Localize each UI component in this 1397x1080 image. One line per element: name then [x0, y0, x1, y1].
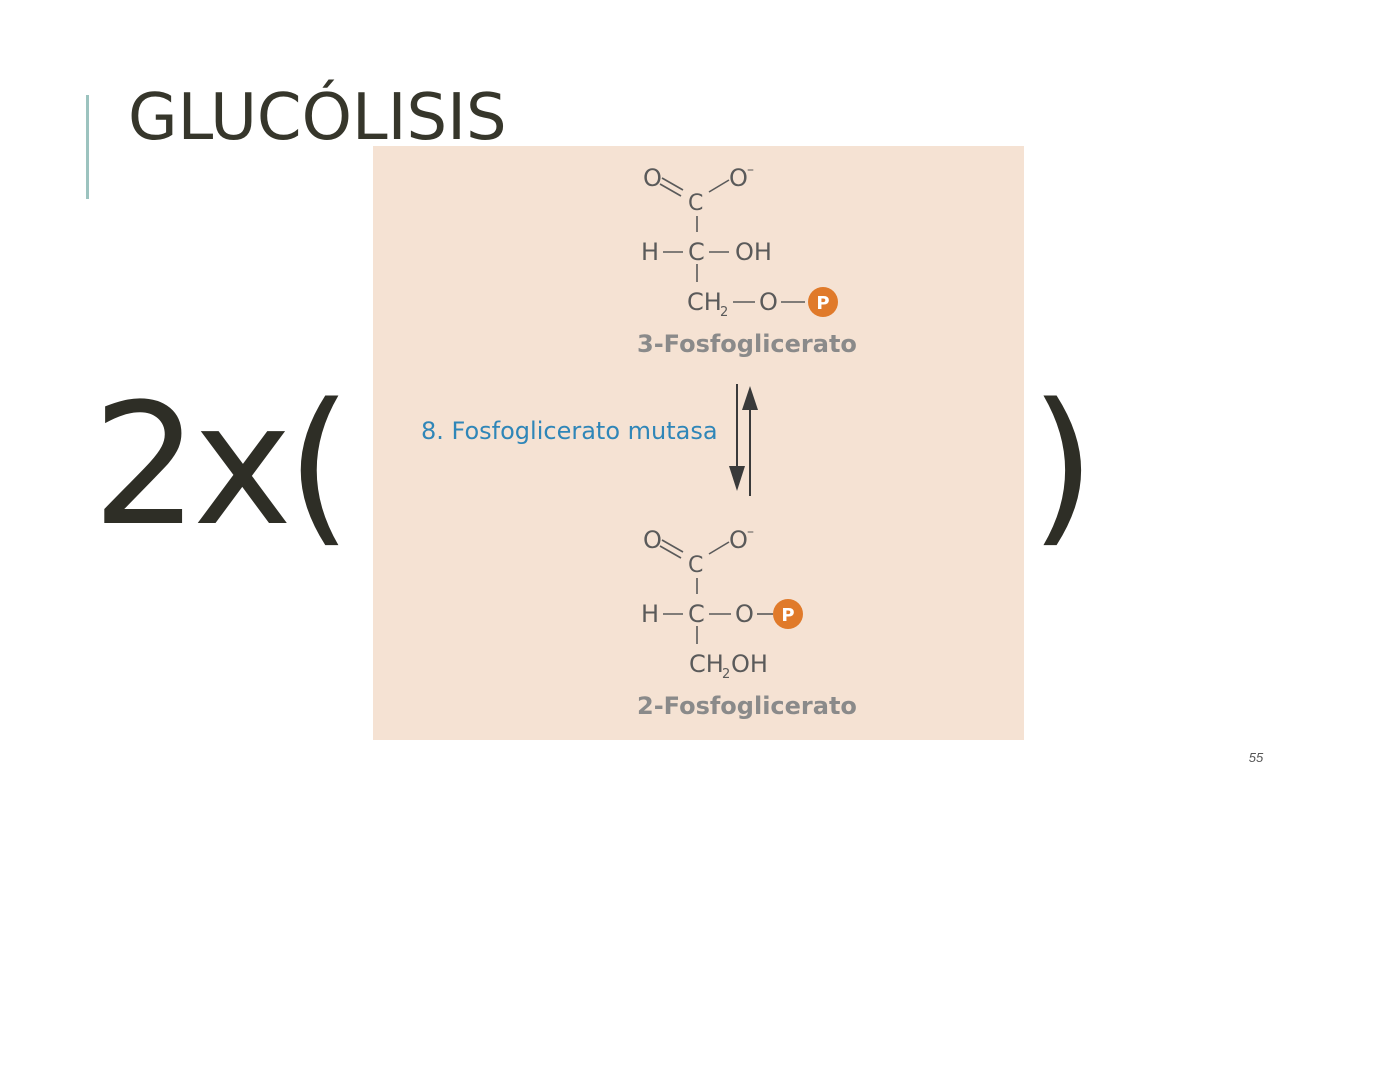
bottom-carboxyl-o: O — [643, 526, 662, 554]
bottom-c3-sub: 2 — [722, 667, 730, 682]
bottom-c3: CH — [689, 650, 724, 678]
bottom-c2: C — [688, 600, 705, 628]
compound-2-fosfoglicerato: O O – C H C O CH 2 OH — [641, 524, 773, 682]
bottom-compound-name: 2-Fosfoglicerato — [637, 692, 857, 720]
top-c3-o: O — [759, 288, 778, 316]
top-carboxyl-o: O — [643, 164, 662, 192]
top-c1: C — [688, 191, 703, 216]
bottom-phosphate-badge — [773, 599, 803, 629]
slide-title: GLUCÓLISIS — [128, 81, 507, 155]
equilibrium-arrows — [729, 384, 758, 496]
top-carboxyl-o-minus: O — [729, 164, 748, 192]
compound-3-fosfoglicerato: O O – C H C OH CH 2 O — [641, 162, 805, 320]
closing-paren: ) — [1030, 367, 1096, 563]
bottom-c2-h: H — [641, 600, 659, 628]
bottom-charge: – — [747, 524, 754, 540]
bottom-phosphate-label: P — [781, 605, 794, 626]
page-number: 55 — [1248, 750, 1264, 765]
reaction-figure: O O – C H C OH CH 2 O P 3-Fosfoglicerato — [373, 146, 1024, 740]
top-c2: C — [688, 238, 705, 266]
title-accent-bar — [86, 95, 89, 199]
multiplier-text: 2x( — [92, 367, 352, 563]
enzyme-label: 8. Fosfoglicerato mutasa — [421, 417, 718, 445]
top-phosphate-label: P — [816, 293, 829, 314]
bottom-c1: C — [688, 553, 703, 578]
top-c2-h: H — [641, 238, 659, 266]
top-c2-oh: OH — [735, 238, 772, 266]
bottom-c2-o: O — [735, 600, 754, 628]
bottom-c3-oh: OH — [731, 650, 768, 678]
top-phosphate-badge — [808, 287, 838, 317]
top-c3: CH — [687, 288, 722, 316]
top-charge: – — [747, 162, 754, 178]
top-compound-name: 3-Fosfoglicerato — [637, 330, 857, 358]
reaction-diagram: O O – C H C OH CH 2 O P 3-Fosfoglicerato — [421, 162, 857, 720]
bottom-carboxyl-o-minus: O — [729, 526, 748, 554]
top-c3-sub: 2 — [720, 305, 728, 320]
